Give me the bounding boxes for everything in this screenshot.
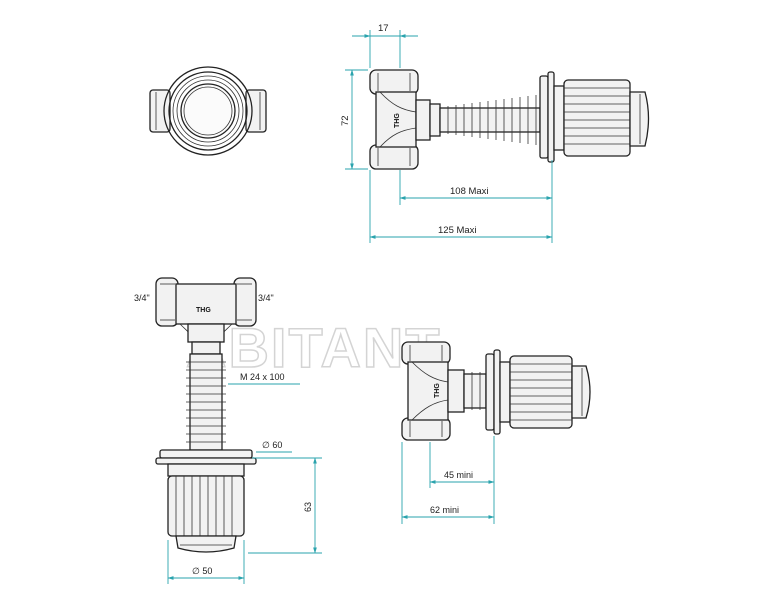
brand-mark-vertical: THG: [196, 307, 211, 314]
side-view-max: THG 1: [340, 23, 650, 243]
thread-spec-label: M 24 x 100: [240, 372, 285, 382]
dim-overall-max: 125 Maxi: [438, 225, 477, 236]
dim-knob-diameter: ∅ 50: [192, 566, 212, 576]
thread-left-label: 3/4": [134, 293, 150, 303]
vertical-view: THG 3/4" 3/4" M 2: [134, 277, 322, 584]
dim-overall-min: 62 mini: [430, 505, 459, 515]
side-view-min: THG 45 mini 62 mini: [401, 341, 591, 524]
brand-mark: THG: [394, 113, 401, 128]
dim-top-width: 17: [378, 23, 389, 34]
dim-depth-min: 45 mini: [444, 470, 473, 480]
dim-knob-height: 63: [303, 502, 313, 512]
dim-depth-max: 108 Maxi: [450, 186, 489, 197]
watermark-text: ABITANT: [186, 316, 442, 379]
thread-right-label: 3/4": [258, 293, 274, 303]
front-view: [149, 66, 267, 156]
brand-mark-mini: THG: [434, 383, 441, 398]
dim-height-left: 72: [340, 115, 351, 126]
dim-flange-diameter: ∅ 60: [262, 440, 282, 450]
